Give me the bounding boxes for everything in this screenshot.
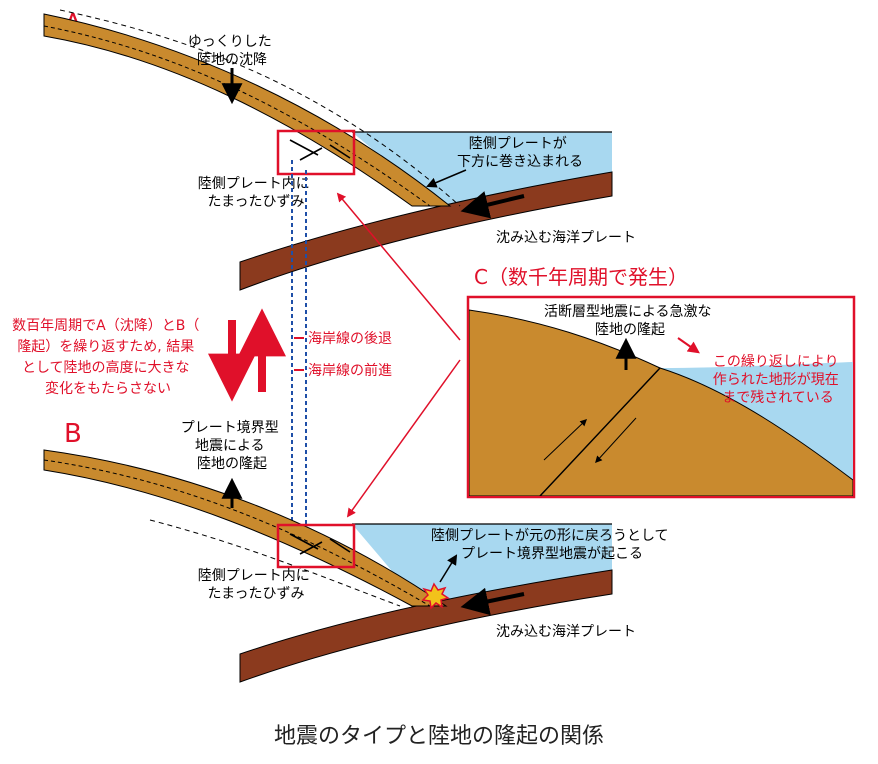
panel-c-landform-label-2: 作られた地形が現在 (713, 372, 839, 388)
pointer-b-arrow (346, 359, 461, 518)
panel-b-rebound-label-2: プレート境界型地震が起こる (461, 546, 643, 562)
panel-a-strain-marks (289, 139, 351, 161)
panel-b-uplift-label-3: 陸地の隆起 (197, 456, 267, 472)
panel-a: A ゆっくりした 陸地の沈降 陸側プレートが 下方に巻き込まれる 陸側プレート内… (43, 9, 636, 291)
panel-a-drag-arrow (426, 169, 467, 188)
panel-c-landform-label-3: まで残されている (722, 390, 834, 406)
panel-a-subsidence-label-1: ゆっくりした (188, 34, 272, 50)
cycle-note-1: 数百年周期でA（沈降）とB（ (12, 318, 199, 334)
panel-c-down-arrow (595, 417, 637, 464)
shoreline-advance-label: 海岸線の前進 (308, 362, 392, 379)
panel-b: B プレート境界型 地震による 陸地の隆起 陸側プレートが元の形に戻ろうとして … (43, 419, 673, 683)
svg-text:この繰り返しにより 作られた地形が現在: この繰り返しにより 作られた地形が現在 まで残されている (713, 354, 843, 406)
panel-c: C（数千年周期で発生） 活断層型地震による急激な 陸地の隆起 この繰り返しにより… (466, 265, 856, 499)
svg-text:数百年周期でA（沈降）とB（ 隆起）を繰り返すため,: 数百年周期でA（沈降）とB（ 隆起）を繰り返すため, 結果 として陸地の高度に大… (12, 318, 204, 397)
cycle-note-3: として陸地の高度に大きな (22, 359, 190, 376)
panel-a-subduction-arrow (460, 191, 525, 219)
panel-c-fault-label-2: 陸地の隆起 (595, 322, 665, 338)
panel-a-drag-label-1: 陸側プレートが (469, 136, 567, 152)
svg-text:活断層型地震による急激な 陸地の隆起: 活断層型地震による急激な 陸地の隆起 (544, 303, 716, 338)
panel-b-strain-label-2: たまったひずみ (207, 586, 304, 602)
panel-a-subsidence-label-2: 陸地の沈降 (197, 52, 267, 68)
panel-c-up-arrow (543, 419, 588, 461)
panel-a-strain-label-2: たまったひずみ (207, 194, 304, 210)
svg-text:ゆっくりした 陸地の沈降: ゆっくりした 陸地の沈降 (188, 34, 276, 68)
pointer-a-arrow (336, 192, 461, 341)
panel-b-uplift-label-2: 地震による (195, 438, 265, 454)
panel-b-slab-label: 沈み込む海洋プレート (496, 624, 636, 640)
panel-b-strain-marks (289, 533, 351, 555)
svg-text:陸側プレートが元の形に戻ろうとして プレート境界: 陸側プレートが元の形に戻ろうとして プレート境界型地震が起こる (431, 528, 673, 562)
panel-a-original-shape-line (59, 9, 461, 207)
panel-c-landform-label-1: この繰り返しにより (713, 354, 839, 370)
panel-b-uplift-label-1: プレート境界型 (181, 420, 279, 436)
panel-c-fault-line (539, 367, 661, 496)
svg-text:陸側プレート内に たまったひずみ: 陸側プレート内に たまったひずみ (198, 176, 314, 210)
panel-c-landform-arrow (677, 337, 700, 354)
svg-text:陸側プレート内に たまったひずみ: 陸側プレート内に たまったひずみ (198, 568, 314, 602)
panel-a-drag-label-2: 下方に巻き込まれる (457, 154, 583, 170)
svg-text:プレート境界型 地震による 陸地の隆: プレート境界型 地震による 陸地の隆起 (181, 420, 283, 472)
panel-c-lower-block (539, 367, 853, 496)
panel-c-fault-label-1: 活断層型地震による急激な (544, 303, 712, 320)
panel-a-land-plate (43, 13, 452, 207)
panel-b-strain-label-1: 陸側プレート内に (198, 568, 310, 584)
cycle-note-4: 変化をもたらさない (45, 380, 171, 397)
panel-a-strain-label-1: 陸側プレート内に (198, 176, 310, 192)
panel-b-strain-box (276, 523, 356, 569)
panel-b-oceanic-plate (239, 569, 613, 683)
cycle-note-2: 隆起）を繰り返すため, 結果 (17, 339, 194, 355)
panel-c-title: C（数千年周期で発生） (474, 265, 688, 289)
panel-b-subduction-arrow (460, 587, 525, 616)
panel-a-strain-box (276, 129, 356, 176)
shoreline-retreat-label: 海岸線の後退 (308, 331, 392, 347)
svg-text:陸側プレートが 下方に巻き込まれる: 陸側プレートが 下方に巻き込まれる (457, 136, 583, 170)
panel-b-rebound-label-1: 陸側プレートが元の形に戻ろうとして (431, 528, 669, 544)
figure-caption: 地震のタイプと陸地の隆起の関係 (273, 724, 604, 749)
earthquake-burst-icon (421, 582, 450, 610)
panel-b-letter: B (64, 419, 82, 449)
panel-b-rebound-arrow (439, 554, 458, 583)
panel-a-slab-label: 沈み込む海洋プレート (496, 230, 636, 246)
panel-a-oceanic-plate (239, 171, 613, 291)
panel-b-previous-shape-line (149, 519, 401, 607)
